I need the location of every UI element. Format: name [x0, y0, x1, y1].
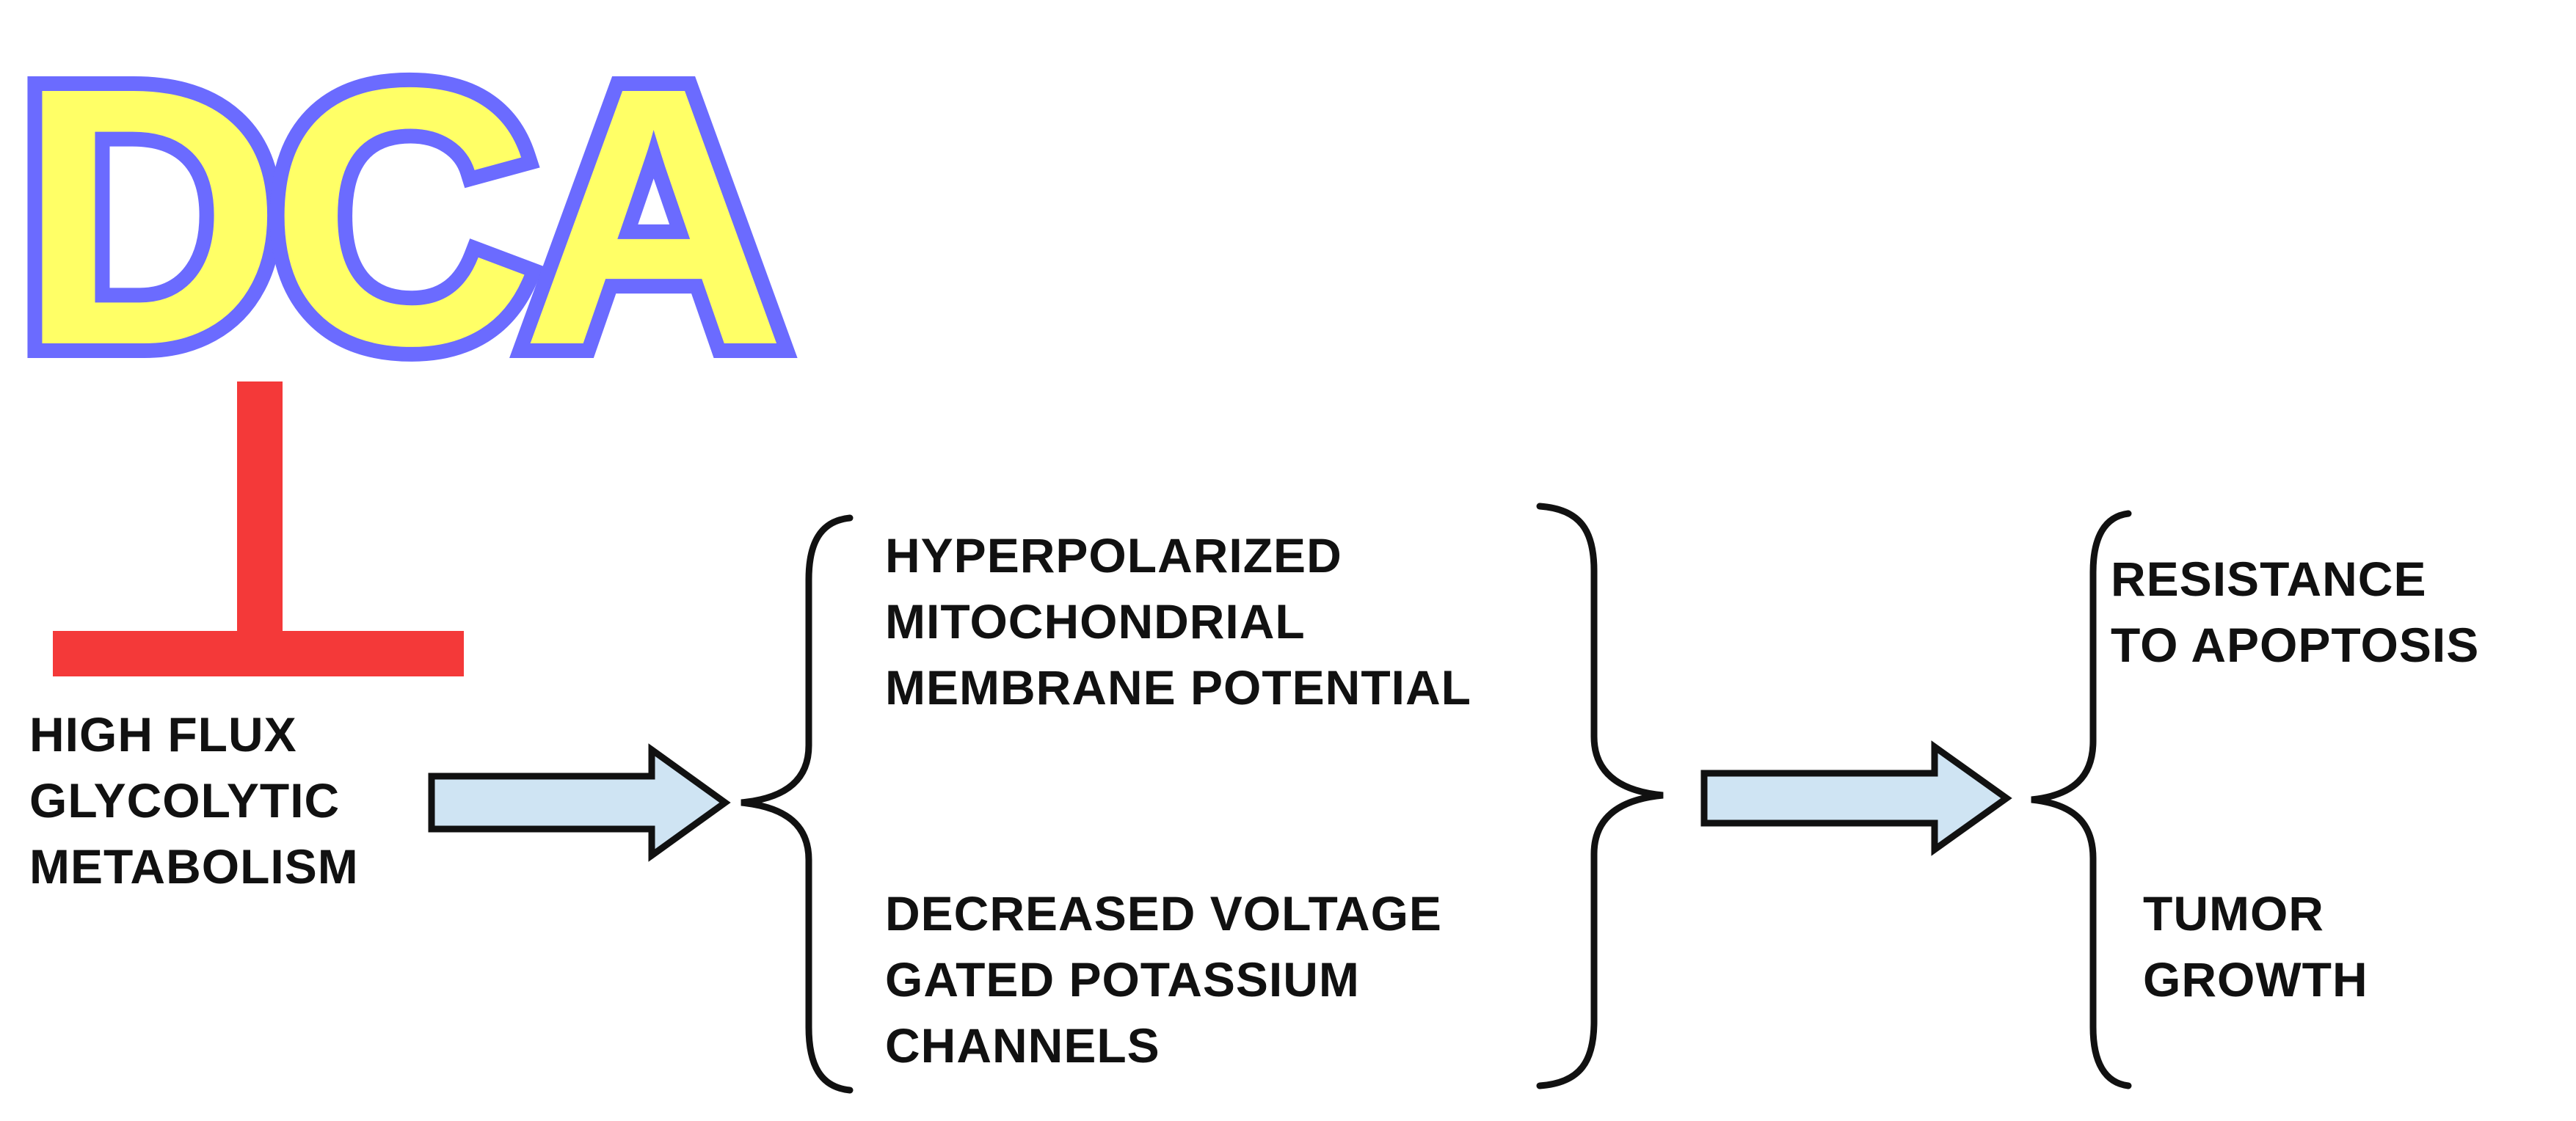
node-hyperpolarized-line: MITOCHONDRIAL	[885, 594, 1305, 649]
arrow-shape	[1700, 740, 2012, 856]
inhibition-marker	[53, 381, 464, 676]
arrow-glycolysis-to-mechanisms	[428, 743, 731, 862]
node-hyperpolarized-line: MEMBRANE POTENTIAL	[885, 660, 1471, 715]
node-tumor-line: TUMOR	[2143, 886, 2324, 941]
node-apoptosis: RESISTANCE TO APOPTOSIS	[2111, 552, 2479, 672]
node-glycolysis-line: METABOLISM	[29, 839, 359, 894]
arrow-shape	[428, 743, 731, 862]
open-brace	[741, 514, 854, 1094]
node-glycolysis-line: GLYCOLYTIC	[29, 773, 340, 828]
node-tumor: TUMOR GROWTH	[2143, 886, 2368, 1007]
inhibition-stem	[237, 381, 283, 640]
node-potassium-line: CHANNELS	[885, 1018, 1160, 1073]
dca-logo: DCA	[18, 11, 779, 421]
node-potassium-line: DECREASED VOLTAGE	[885, 886, 1442, 941]
node-potassium: DECREASED VOLTAGE GATED POTASSIUM CHANNE…	[885, 886, 1456, 1073]
node-glycolysis-line: HIGH FLUX	[29, 707, 297, 762]
node-apoptosis-line: RESISTANCE	[2111, 552, 2427, 606]
arrow-mechanisms-to-outcomes	[1700, 740, 2012, 856]
brace-group-outcomes	[2031, 510, 2132, 1089]
node-hyperpolarized-line: HYPERPOLARIZED	[885, 528, 1342, 583]
node-apoptosis-line: TO APOPTOSIS	[2111, 618, 2479, 672]
open-brace	[2031, 510, 2132, 1089]
node-tumor-line: GROWTH	[2143, 952, 2368, 1007]
node-glycolysis: HIGH FLUX GLYCOLYTIC METABOLISM	[29, 707, 359, 894]
node-hyperpolarized: HYPERPOLARIZED MITOCHONDRIAL MEMBRANE PO…	[885, 528, 1471, 715]
close-brace	[1536, 503, 1664, 1089]
inhibition-bar	[53, 631, 464, 676]
node-potassium-line: GATED POTASSIUM	[885, 952, 1360, 1007]
brace-group-mechanisms	[741, 503, 1664, 1094]
